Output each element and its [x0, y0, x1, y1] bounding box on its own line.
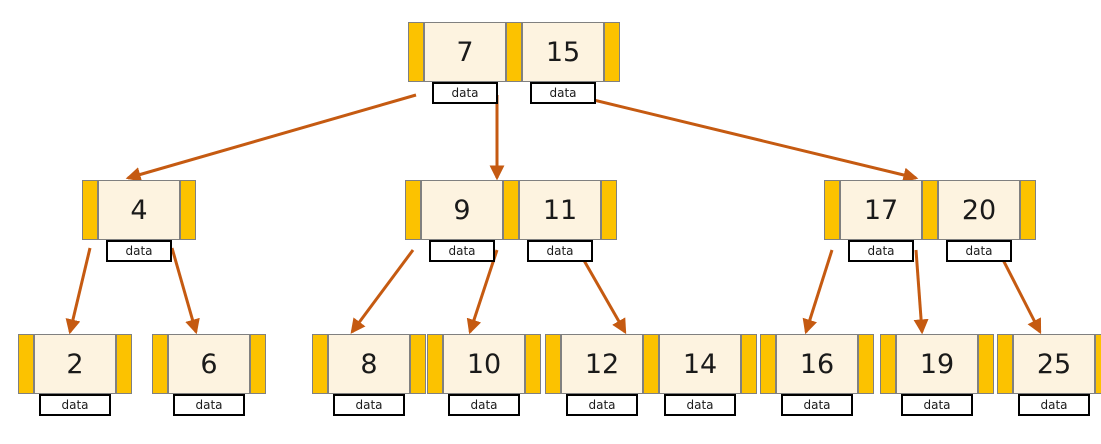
- pointer-bar: [116, 334, 132, 394]
- pointer-bar: [997, 334, 1013, 394]
- pointer-bar: [408, 22, 424, 82]
- data-box: data: [848, 240, 914, 262]
- data-box: data: [527, 240, 593, 262]
- edge-root-to-left: [125, 93, 417, 182]
- data-box: data: [39, 394, 111, 416]
- key-cell: 10: [443, 334, 525, 394]
- edge-right-to-25: [996, 249, 1042, 335]
- pointer-bar: [250, 334, 266, 394]
- data-box: data: [901, 394, 973, 416]
- data-box: data: [333, 394, 405, 416]
- data-box: data: [173, 394, 245, 416]
- data-box: data: [946, 240, 1012, 262]
- pointer-bar: [405, 180, 421, 240]
- pointer-bar: [427, 334, 443, 394]
- pointer-bar: [601, 180, 617, 240]
- pointer-bar: [545, 334, 561, 394]
- edge-root-to-right: [572, 93, 919, 183]
- data-box: data: [432, 82, 498, 104]
- data-box: data: [1018, 394, 1090, 416]
- pointer-bar: [503, 180, 519, 240]
- edge-right-to-16: [802, 249, 834, 335]
- key-cell: 12: [561, 334, 643, 394]
- key-cell: 17: [840, 180, 922, 240]
- key-cell: 4: [98, 180, 180, 240]
- pointer-bar: [1095, 334, 1101, 394]
- pointer-bar: [506, 22, 522, 82]
- edge-middle-to-8: [350, 249, 415, 334]
- pointer-bar: [18, 334, 34, 394]
- pointer-bar: [741, 334, 757, 394]
- key-cell: 8: [328, 334, 410, 394]
- key-cell: 15: [522, 22, 604, 82]
- pointer-bar: [525, 334, 541, 394]
- edge-middle-to-10: [466, 249, 499, 335]
- pointer-bar: [410, 334, 426, 394]
- key-cell: 7: [424, 22, 506, 82]
- pointer-bar: [643, 334, 659, 394]
- pointer-bar: [880, 334, 896, 394]
- key-cell: 14: [659, 334, 741, 394]
- key-cell: 19: [896, 334, 978, 394]
- pointer-bar: [1020, 180, 1036, 240]
- pointer-bar: [152, 334, 168, 394]
- key-cell: 2: [34, 334, 116, 394]
- key-cell: 20: [938, 180, 1020, 240]
- data-box: data: [106, 240, 172, 262]
- edge-left-to-6: [170, 247, 200, 335]
- key-cell: 16: [776, 334, 858, 394]
- key-cell: 6: [168, 334, 250, 394]
- edge-left-to-2: [65, 247, 92, 335]
- key-cell: 11: [519, 180, 601, 240]
- data-box: data: [448, 394, 520, 416]
- key-cell: 9: [421, 180, 503, 240]
- key-cell: 25: [1013, 334, 1095, 394]
- pointer-bar: [312, 334, 328, 394]
- data-box: data: [664, 394, 736, 416]
- edge-right-to-19: [913, 249, 929, 335]
- data-box: data: [530, 82, 596, 104]
- pointer-bar: [824, 180, 840, 240]
- pointer-bar: [922, 180, 938, 240]
- pointer-bar: [180, 180, 196, 240]
- pointer-bar: [82, 180, 98, 240]
- data-box: data: [781, 394, 853, 416]
- pointer-bar: [760, 334, 776, 394]
- pointer-bar: [604, 22, 620, 82]
- edge-middle-to-12: [576, 249, 627, 335]
- data-box: data: [566, 394, 638, 416]
- pointer-bar: [978, 334, 994, 394]
- data-box: data: [429, 240, 495, 262]
- pointer-bar: [858, 334, 874, 394]
